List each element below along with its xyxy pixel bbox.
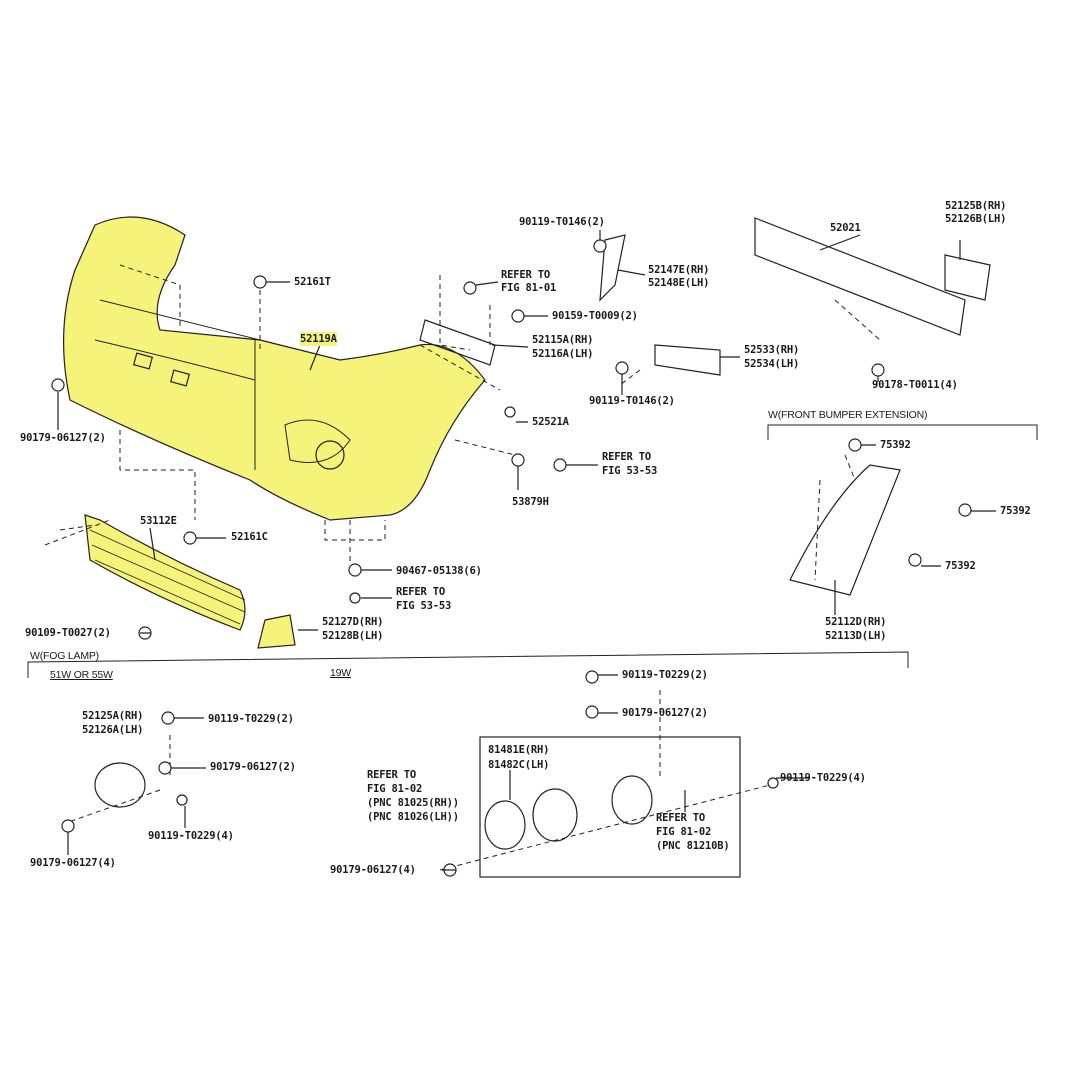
label-pnc-81210B: (PNC 81210B) <box>656 840 730 852</box>
label-52113D: 52113D(LH) <box>825 630 887 642</box>
label-90119-T0146-mid: 90119-T0146(2) <box>589 395 675 407</box>
label-90119-T0229-fl: 90119-T0229(2) <box>208 713 294 725</box>
label-90119-T0229-r2: 90119-T0229(2) <box>622 669 708 681</box>
label-81481E: 81481E(RH) <box>488 744 550 756</box>
label-90179-06127-fl4: 90179-06127(4) <box>30 857 116 869</box>
label-refer-53-53-fig: FIG 53-53 <box>602 465 658 477</box>
label-52534: 52534(LH) <box>744 358 800 370</box>
label-refer-53-53-b: REFER TO <box>396 586 445 598</box>
label-52116A: 52116A(LH) <box>532 348 594 360</box>
label-52126A: 52126A(LH) <box>82 724 144 736</box>
label-refer-81-02: REFER TO <box>367 769 416 781</box>
section-front-bumper-extension: W(FRONT BUMPER EXTENSION) <box>768 409 928 421</box>
label-refer-81-01: REFER TO <box>501 269 550 281</box>
bracket-52125B <box>944 254 991 301</box>
label-refer-53-53-b-fig: FIG 53-53 <box>396 600 452 612</box>
bracket-52147E <box>599 234 626 302</box>
label-53879H: 53879H <box>512 496 549 508</box>
label-52148E: 52148E(LH) <box>648 277 710 289</box>
bracket-52533 <box>654 344 721 376</box>
label-52533: 52533(RH) <box>744 344 800 356</box>
label-52125B: 52125B(RH) <box>945 200 1007 212</box>
label-52125A: 52125A(RH) <box>82 710 144 722</box>
label-90467-05138: 90467-05138(6) <box>396 565 482 577</box>
label-52521A: 52521A <box>532 416 569 428</box>
label-90179-06127-r2: 90179-06127(2) <box>622 707 708 719</box>
label-90109-T0027: 90109-T0027(2) <box>25 627 111 639</box>
label-refer-81-01-fig: FIG 81-01 <box>501 282 557 294</box>
label-52115A: 52115A(RH) <box>532 334 594 346</box>
label-52161C: 52161C <box>231 531 268 543</box>
label-75392-a: 75392 <box>880 439 911 451</box>
section-fog-lamp: W(FOG LAMP) <box>30 650 99 662</box>
label-90178-T0011: 90178-T0011(4) <box>872 379 958 391</box>
label-75392-c: 75392 <box>945 560 976 572</box>
label-refer-53-53: REFER TO <box>602 451 651 463</box>
label-pnc-81026: (PNC 81026(LH)) <box>367 811 459 823</box>
fog-lamp-19w-box <box>479 736 741 878</box>
reinforcement-52021 <box>754 217 966 336</box>
label-90179-06127-r4: 90179-06127(4) <box>330 864 416 876</box>
label-52021: 52021 <box>830 222 861 234</box>
label-75392-b: 75392 <box>1000 505 1031 517</box>
section-51w-55w: 51W OR 55W <box>50 669 113 681</box>
lower-grille-53112E <box>84 514 246 631</box>
section-19w: 19W <box>330 667 351 679</box>
fog-lamp-hole <box>315 440 345 470</box>
label-52112D: 52112D(RH) <box>825 616 887 628</box>
label-52128B: 52128B(LH) <box>322 630 384 642</box>
label-refer-81-02-fig: FIG 81-02 <box>367 783 423 795</box>
label-90119-T0229-r4: 90119-T0229(4) <box>780 772 866 784</box>
label-90159-T0009: 90159-T0009(2) <box>552 310 638 322</box>
label-52126B: 52126B(LH) <box>945 213 1007 225</box>
label-90119-T0146-top: 90119-T0146(2) <box>519 216 605 228</box>
label-52161T: 52161T <box>294 276 331 288</box>
extension-52112D <box>789 464 901 596</box>
label-refer-81-02-b: REFER TO <box>656 812 705 824</box>
retainer-52115A <box>419 319 496 366</box>
label-52147E: 52147E(RH) <box>648 264 710 276</box>
label-90179-06127-fl2: 90179-06127(2) <box>210 761 296 773</box>
label-53112E: 53112E <box>140 515 177 527</box>
label-52127D: 52127D(RH) <box>322 616 384 628</box>
label-90119-T0229-fl4: 90119-T0229(4) <box>148 830 234 842</box>
label-90179-06127-left: 90179-06127(2) <box>20 432 106 444</box>
label-52119A: 52119A <box>300 332 337 346</box>
label-81482C: 81482C(LH) <box>488 759 550 771</box>
front-bumper-52119A <box>62 216 486 521</box>
label-pnc-81025: (PNC 81025(RH)) <box>367 797 459 809</box>
grille-cover-52127D <box>257 614 296 649</box>
label-refer-81-02-b-fig: FIG 81-02 <box>656 826 712 838</box>
